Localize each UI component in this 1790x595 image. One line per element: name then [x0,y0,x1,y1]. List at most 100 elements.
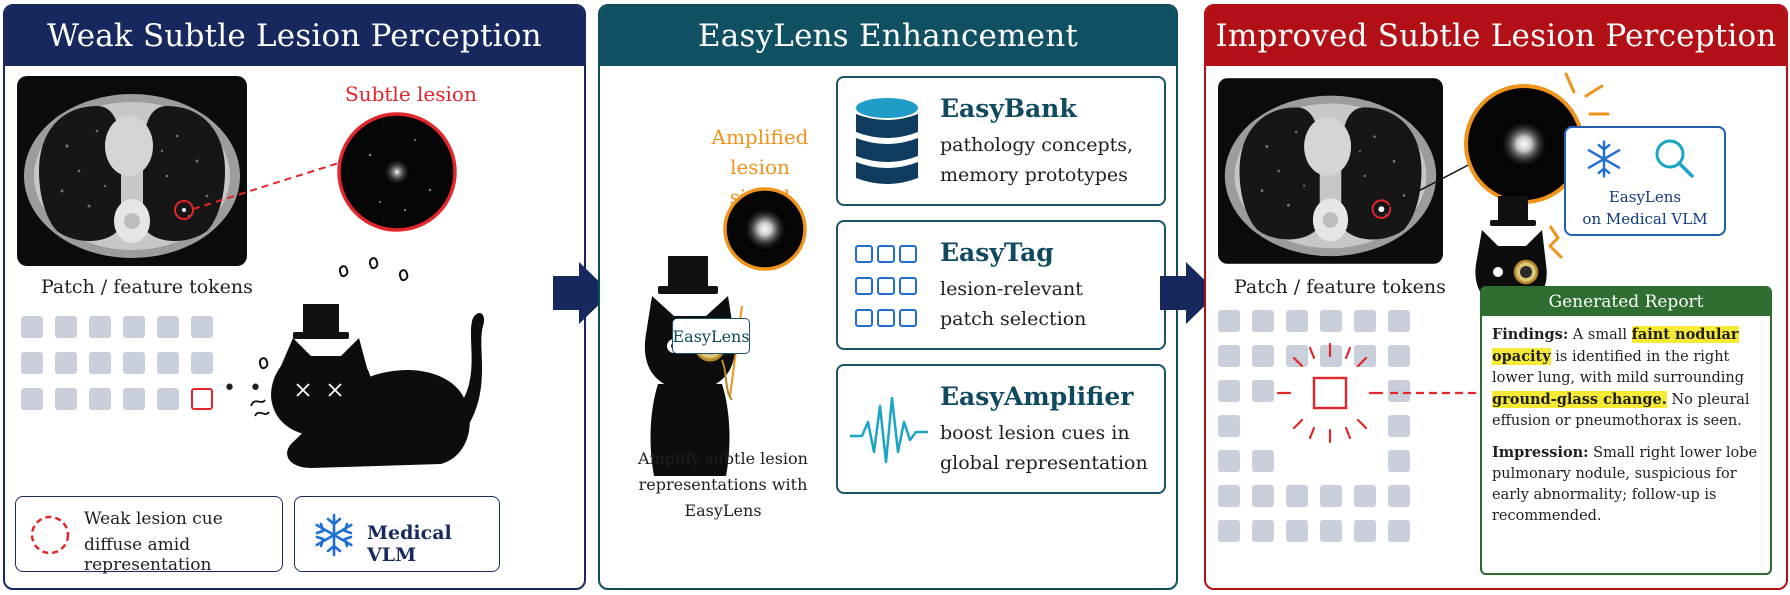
easybank-desc-line2: memory prototypes [940,164,1128,186]
enhancement-panel-body: Amplified lesion signal EasyLens Amplify… [600,66,1176,588]
dashed-circle-icon [30,515,70,555]
token [123,352,145,374]
ellipsis-dots: • • [223,376,265,401]
token [1354,485,1376,507]
zoom-connector [192,160,346,210]
token [55,388,77,410]
token [1320,485,1342,507]
token [1388,520,1410,542]
token [157,388,179,410]
token-gap [1286,450,1308,472]
token [1388,485,1410,507]
easyamplifier-desc-line2: global representation [940,452,1148,474]
token [1354,310,1376,332]
token [89,352,111,374]
waveform-icon [850,396,928,464]
easyamplifier-card: EasyAmplifier boost lesion cues in globa… [836,364,1166,494]
token [1286,520,1308,542]
impression-text: Small right lower lobe pulmonary nodule,… [1492,445,1758,524]
highlighted-lesion-token [1276,342,1520,444]
easylens-tag: EasyLens [672,318,750,354]
lesion-token [191,388,213,410]
tokens-label: Patch / feature tokens [41,276,253,298]
token [1252,380,1274,402]
subtle-lesion-label: Subtle lesion [345,82,477,106]
easytag-desc-line1: lesion-relevant [940,278,1083,300]
legend-cue-line1: Weak lesion cue [84,509,223,529]
token [1286,345,1308,367]
easylens-enhancement-panel: EasyLens Enhancement Amplified lesion si… [598,4,1178,590]
medical-vlm-legend: Medical VLM [294,496,500,572]
token [123,388,145,410]
report-heading: Generated Report [1482,288,1770,316]
token [123,316,145,338]
easytag-title: EasyTag [940,238,1054,267]
token [1218,345,1240,367]
token [1252,485,1274,507]
token [1286,310,1308,332]
token-grid [1218,310,1410,542]
token [1252,520,1274,542]
token [1218,310,1240,332]
easybank-desc-line1: pathology concepts, [940,134,1134,156]
amplified-line1: Amplified [711,125,809,149]
token [191,352,213,374]
improved-panel-body: EasyLens on Medical VLM Patch / feature … [1206,66,1786,588]
easytag-desc: lesion-relevant patch selection [940,274,1086,334]
easyamplifier-desc: boost lesion cues in global representati… [940,418,1148,478]
impression-label: Impression: [1492,444,1589,461]
easylens-vlm-label: EasyLens on Medical VLM [1566,186,1724,230]
token [1388,415,1410,437]
panel-title-enhancement: EasyLens Enhancement [600,6,1176,66]
ct-scan-image [1218,78,1443,264]
snowflake-icon [1587,140,1621,178]
token [1388,345,1410,367]
token [1252,450,1274,472]
report-impression: Impression: Small right lower lobe pulmo… [1492,442,1760,527]
improved-perception-panel: Improved Subtle Lesion Perception [1204,4,1788,590]
token [89,388,111,410]
weak-panel-body: Subtle lesion Patch / feature tokens • • [5,66,584,588]
enhancement-caption: Amplify subtle lesion representations wi… [608,446,838,524]
token [157,352,179,374]
findings-text-c: No pleural effusion or pneumothorax is s… [1492,392,1750,429]
easytag-desc-line2: patch selection [940,308,1087,330]
token-grid [21,316,213,410]
findings-highlight-2: ground-glass change. [1492,391,1667,408]
token [1354,345,1376,367]
amplified-lesion-zoom [723,187,807,271]
token [1218,520,1240,542]
findings-text-b: is identified in the right lower lung, w… [1492,349,1745,386]
findings-text-a: A small [1568,327,1632,343]
ct-scan-image [17,76,247,266]
sleeping-cat-illustration [250,257,485,468]
easyamplifier-desc-line1: boost lesion cues in [940,422,1130,444]
weak-perception-panel: Weak Subtle Lesion Perception Subtle les… [3,4,586,590]
caption-line1: Amplify subtle lesion [638,449,808,468]
snowflake-icon [315,513,353,557]
panel-title-improved: Improved Subtle Lesion Perception [1206,6,1786,66]
easyamplifier-title: EasyAmplifier [940,382,1134,411]
easybank-card: EasyBank pathology concepts, memory prot… [836,76,1166,206]
easylens-vlm-box: EasyLens on Medical VLM [1564,126,1726,236]
token [55,316,77,338]
panel-title-weak: Weak Subtle Lesion Perception [5,6,584,66]
generated-report: Generated Report Findings: A small faint… [1480,286,1772,575]
token [21,388,43,410]
token [1252,345,1274,367]
token [55,352,77,374]
patch-grid-icon [855,245,917,327]
token [1354,520,1376,542]
token-gap [1320,450,1342,472]
token-gap [1252,415,1274,437]
token-gap [1354,450,1376,472]
database-icon [856,98,918,184]
magnifier-icon [1655,139,1694,178]
easybank-title: EasyBank [940,94,1077,123]
token [1286,485,1308,507]
token [1218,450,1240,472]
token [1320,310,1342,332]
token [157,316,179,338]
token [1252,310,1274,332]
caption-line2: representations with EasyLens [638,475,808,520]
